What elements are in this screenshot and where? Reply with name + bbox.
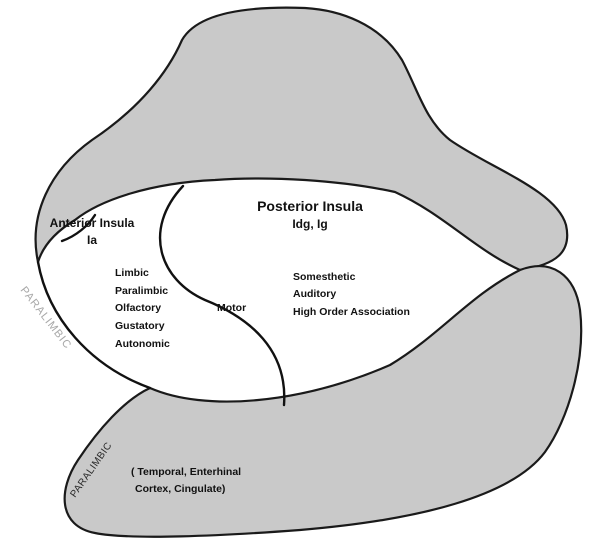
posterior-function-somesthetic: Somesthetic <box>293 271 356 283</box>
temporal-caption-line2: Cortex, Cingulate) <box>135 483 225 495</box>
paralimbic-left-label: PARALIMBIC <box>18 284 74 351</box>
anterior-function-olfactory: Olfactory <box>115 302 161 314</box>
posterior-insula-title: Posterior Insula <box>257 198 363 214</box>
central-insular-sulcus <box>160 186 284 405</box>
posterior-function-auditory: Auditory <box>293 288 336 300</box>
anterior-function-paralimbic: Paralimbic <box>115 285 168 297</box>
anterior-insula-code: Ia <box>87 233 97 247</box>
temporal-caption-line1: ( Temporal, Enterhinal <box>131 466 241 478</box>
posterior-function-association: High Order Association <box>293 306 410 318</box>
anterior-function-autonomic: Autonomic <box>115 338 170 350</box>
posterior-insula-code: Idg, Ig <box>292 217 327 231</box>
motor-label: Motor <box>217 302 246 314</box>
anterior-function-gustatory: Gustatory <box>115 320 165 332</box>
anterior-function-limbic: Limbic <box>115 267 149 279</box>
anterior-insula-title: Anterior Insula <box>50 216 135 230</box>
